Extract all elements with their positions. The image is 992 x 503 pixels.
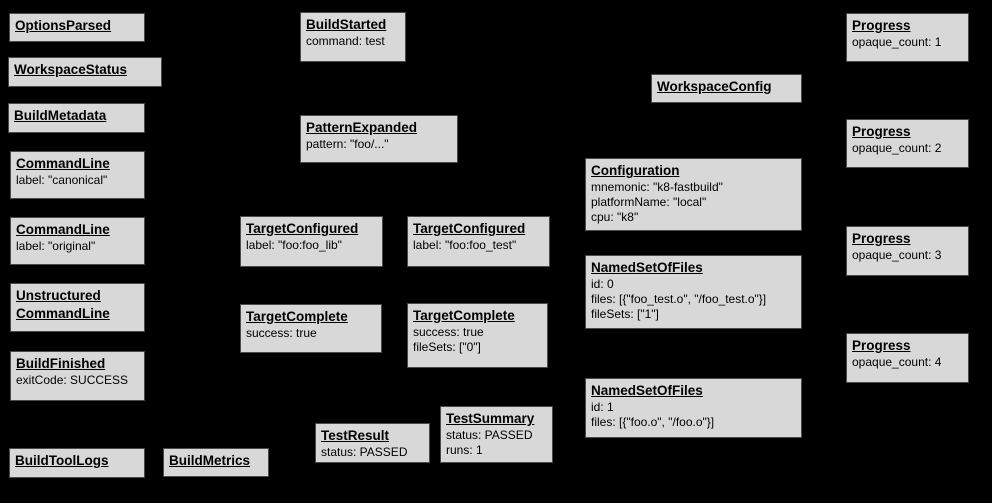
node-title: PatternExpanded: [306, 120, 418, 135]
node-field: files: [{"foo.o", "/foo.o"}]: [591, 415, 715, 429]
node-title: CommandLine: [16, 306, 110, 321]
node-field: files: [{"foo_test.o", "/foo_test.o"}]: [591, 292, 767, 306]
node-title: Progress: [852, 18, 911, 33]
node-field: opaque_count: 4: [852, 355, 942, 369]
node-target-complete-foo-lib: TargetComplete success: true: [240, 304, 382, 353]
node-target-complete-foo-test: TargetComplete success: true fileSets: […: [407, 303, 548, 368]
node-workspace-status: WorkspaceStatus: [8, 57, 162, 87]
node-title: TargetComplete: [413, 308, 515, 323]
node-title: TargetConfigured: [246, 221, 359, 236]
node-workspace-config: WorkspaceConfig: [651, 74, 802, 103]
node-unstructured-command-line: Unstructured CommandLine: [10, 283, 145, 332]
node-progress-4: Progress opaque_count: 4: [846, 333, 969, 383]
node-title: NamedSetOfFiles: [591, 383, 703, 398]
node-field: exitCode: SUCCESS: [16, 373, 129, 387]
node-field: command: test: [306, 34, 385, 48]
node-title: TestSummary: [446, 411, 535, 426]
node-field: label: "foo:foo_test": [413, 238, 517, 252]
node-title: OptionsParsed: [15, 18, 112, 33]
node-title: WorkspaceStatus: [14, 62, 128, 77]
node-title: BuildStarted: [306, 17, 387, 32]
node-named-set-of-files-1: NamedSetOfFiles id: 1 files: [{"foo.o", …: [585, 378, 802, 438]
node-field: opaque_count: 3: [852, 248, 942, 262]
node-field: label: "original": [16, 239, 96, 253]
node-field: opaque_count: 1: [852, 35, 942, 49]
node-field: status: PASSED: [321, 445, 408, 459]
node-pattern-expanded: PatternExpanded pattern: "foo/...": [300, 115, 458, 163]
node-target-configured-foo-test: TargetConfigured label: "foo:foo_test": [407, 216, 550, 267]
node-field: id: 1: [591, 400, 614, 414]
node-build-metadata: BuildMetadata: [8, 103, 145, 133]
node-title: TestResult: [321, 428, 390, 443]
node-field: cpu: "k8": [591, 210, 639, 224]
node-field: pattern: "foo/...": [306, 137, 389, 151]
node-field: fileSets: ["1"]: [591, 307, 659, 321]
node-title: CommandLine: [16, 156, 110, 171]
node-title: BuildMetadata: [14, 108, 107, 123]
node-title: TargetConfigured: [413, 221, 526, 236]
node-field: success: true: [413, 325, 484, 339]
node-field: success: true: [246, 326, 317, 340]
node-build-finished: BuildFinished exitCode: SUCCESS: [10, 351, 145, 401]
node-command-line-original: CommandLine label: "original": [10, 217, 145, 265]
node-field: platformName: "local": [591, 195, 707, 209]
node-field: fileSets: ["0"]: [413, 340, 481, 354]
node-field: opaque_count: 2: [852, 141, 942, 155]
node-options-parsed: OptionsParsed: [9, 13, 145, 42]
node-build-tool-logs: BuildToolLogs: [9, 448, 145, 478]
node-test-summary: TestSummary status: PASSED runs: 1: [440, 406, 553, 463]
node-progress-1: Progress opaque_count: 1: [846, 13, 969, 62]
node-field: status: PASSED: [446, 428, 533, 442]
node-field: label: "foo:foo_lib": [246, 238, 342, 252]
node-title: CommandLine: [16, 222, 110, 237]
node-title: TargetComplete: [246, 309, 348, 324]
node-test-result: TestResult status: PASSED: [315, 423, 430, 463]
node-title: BuildToolLogs: [15, 453, 109, 468]
node-title: Unstructured: [16, 288, 101, 303]
node-field: label: "canonical": [16, 173, 108, 187]
node-title: WorkspaceConfig: [657, 79, 772, 94]
node-field: id: 0: [591, 277, 614, 291]
node-named-set-of-files-0: NamedSetOfFiles id: 0 files: [{"foo_test…: [585, 255, 802, 329]
node-progress-3: Progress opaque_count: 3: [846, 226, 969, 276]
node-progress-2: Progress opaque_count: 2: [846, 119, 969, 168]
node-command-line-canonical: CommandLine label: "canonical": [10, 151, 145, 199]
node-target-configured-foo-lib: TargetConfigured label: "foo:foo_lib": [240, 216, 383, 267]
node-build-started: BuildStarted command: test: [300, 12, 406, 62]
node-title: BuildMetrics: [169, 453, 251, 468]
node-field: runs: 1: [446, 443, 483, 457]
node-title: BuildFinished: [16, 356, 106, 371]
node-title: Progress: [852, 338, 911, 353]
node-title: Configuration: [591, 163, 680, 178]
node-title: Progress: [852, 124, 911, 139]
node-title: Progress: [852, 231, 911, 246]
node-build-metrics: BuildMetrics: [163, 448, 269, 477]
node-field: mnemonic: "k8-fastbuild": [591, 180, 723, 194]
node-title: NamedSetOfFiles: [591, 260, 703, 275]
node-configuration: Configuration mnemonic: "k8-fastbuild" p…: [585, 158, 802, 231]
